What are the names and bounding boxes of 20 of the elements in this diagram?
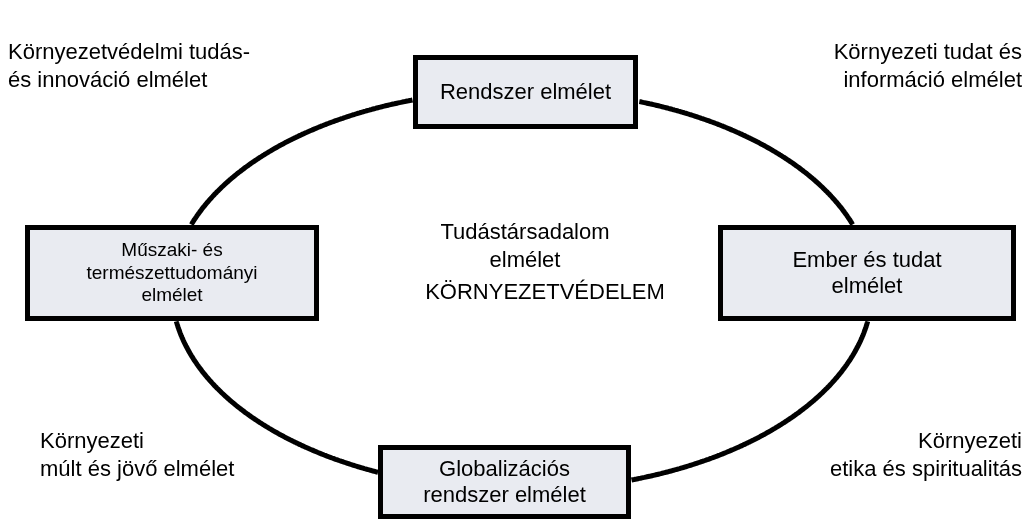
ring-arc (189, 97, 414, 227)
ring-arc (630, 319, 871, 483)
ring-arc (173, 319, 380, 475)
box-text: Rendszer elmélet (439, 78, 612, 106)
theory-box (378, 445, 631, 519)
text-label: KÖRNYEZETVÉDELEM (424, 278, 666, 306)
text-label: múlt és jövő elmélet (40, 455, 236, 483)
box-text: Műszaki- és természettudományi elmélet (85, 238, 259, 308)
box-text: Ember és tudat elmélet (791, 246, 943, 300)
text-label: Tudástársadalom elmélet (439, 218, 611, 273)
text-label: etika és spiritualitás (829, 455, 1022, 483)
text-label: Környezeti tudat és információ elmélet (832, 38, 1022, 93)
theory-box (718, 225, 1016, 321)
text-label: Környezeti (40, 427, 145, 455)
theory-box (25, 225, 319, 321)
text-label: Környezeti (917, 427, 1022, 455)
text-label: Környezetvédelmi tudás- és innováció elmélet (8, 38, 252, 93)
ring-arc (638, 99, 855, 227)
theory-box (413, 55, 638, 129)
box-text: Globalizációs rendszer elmélet (422, 455, 587, 509)
